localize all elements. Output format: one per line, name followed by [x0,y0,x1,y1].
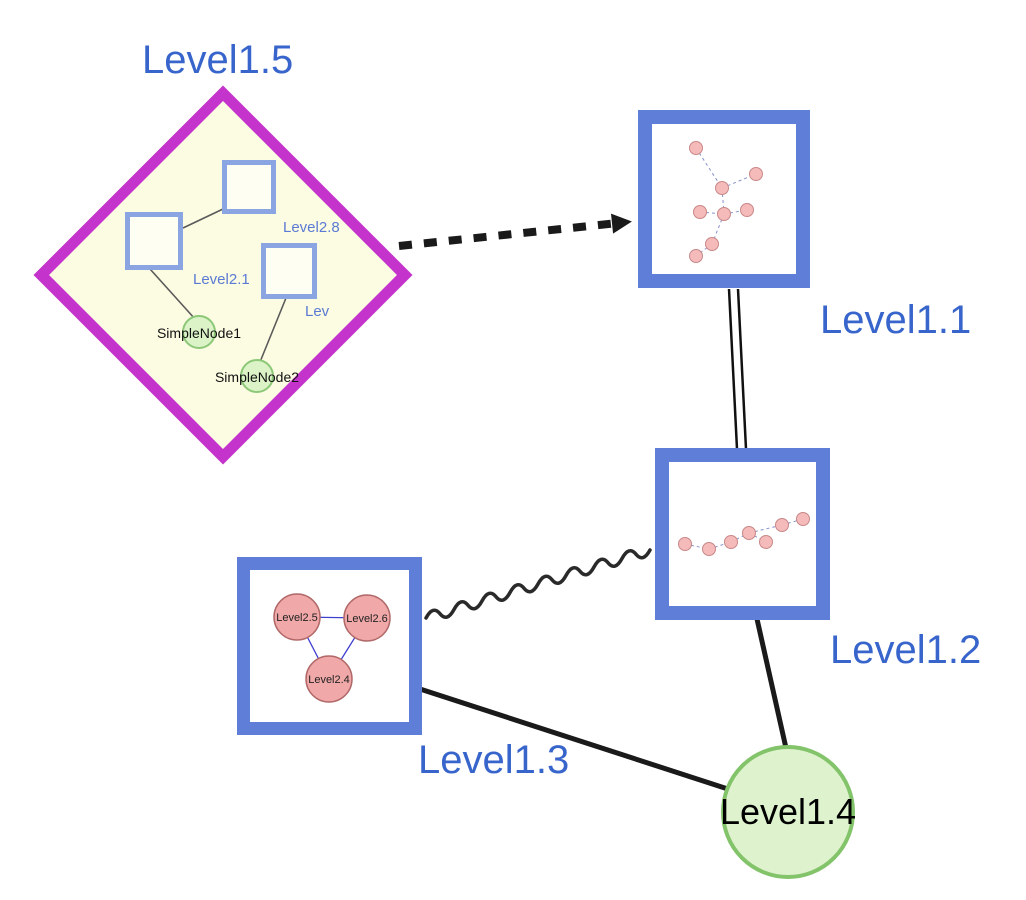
edge-l11-to-l12-line2[interactable] [736,288,748,450]
group-node-level2-8[interactable] [222,160,276,214]
group-node-level1-3[interactable]: Level2.5 Level2.6 Level2.4 [237,557,422,735]
node-simplenode2[interactable] [240,359,274,393]
group-node-level2-1[interactable] [125,212,183,270]
level1-1-inner-graph [689,141,763,263]
edge-l28-to-l21[interactable] [182,208,224,229]
graph-node[interactable] [740,203,754,217]
edge-l13-to-l14[interactable] [419,686,735,794]
node-level2-6[interactable] [343,594,391,642]
graph-node[interactable] [717,207,731,221]
graph-node[interactable] [689,141,703,155]
group-node-level1-2[interactable] [655,448,830,620]
label-level1-4: Level1.4 [719,791,857,832]
graph-node[interactable] [742,526,756,540]
edge-l13-to-l12-wavy[interactable] [424,548,652,620]
label-level2-5: Level2.5 [276,612,318,624]
edge-l11-to-l12-line1[interactable] [727,288,739,450]
label-level1-1: Level1.1 [820,298,972,342]
graph-node[interactable] [693,205,707,219]
label-level2-4: Level2.4 [308,674,350,686]
label-level2-8: Level2.8 [283,219,340,236]
node-simplenode1[interactable] [182,315,216,349]
graph-node[interactable] [678,537,692,551]
graph-edge [721,187,725,215]
edge-l15-to-l11[interactable] [398,213,632,250]
graph-node[interactable] [796,512,810,526]
graph-edge [695,147,723,189]
level1-2-inner-graph [678,512,810,556]
level1-3-inner-graph: Level2.5 Level2.6 Level2.4 [273,593,391,703]
graph-node[interactable] [705,237,719,251]
graph-node[interactable] [724,535,738,549]
label-level2-1: Level2.1 [193,271,250,288]
node-level2-4[interactable] [305,655,353,703]
graph-node[interactable] [775,518,789,532]
label-lev: Lev [305,303,330,320]
graph-node[interactable] [702,542,716,556]
graph-node[interactable] [715,181,729,195]
node-level2-5[interactable] [273,593,321,641]
label-level1-5: Level1.5 [142,38,294,82]
group-node-lev[interactable] [261,243,317,299]
node-level1-4[interactable]: Level1.4 [719,745,857,879]
graph-node[interactable] [749,167,763,181]
label-simplenode1: SimpleNode1 [156,325,242,341]
group-node-level1-1[interactable] [638,110,810,288]
graph-node[interactable] [759,535,773,549]
label-level2-6: Level2.6 [346,613,388,625]
label-level1-2: Level1.2 [830,628,982,672]
label-level1-3: Level1.3 [418,738,570,782]
edge-l12-to-l14[interactable] [754,618,789,749]
edge-lev-to-simplenode2[interactable] [259,297,287,363]
graph-node[interactable] [689,249,703,263]
label-simplenode2: SimpleNode2 [214,369,300,385]
edge-l21-to-simplenode1[interactable] [149,268,196,320]
